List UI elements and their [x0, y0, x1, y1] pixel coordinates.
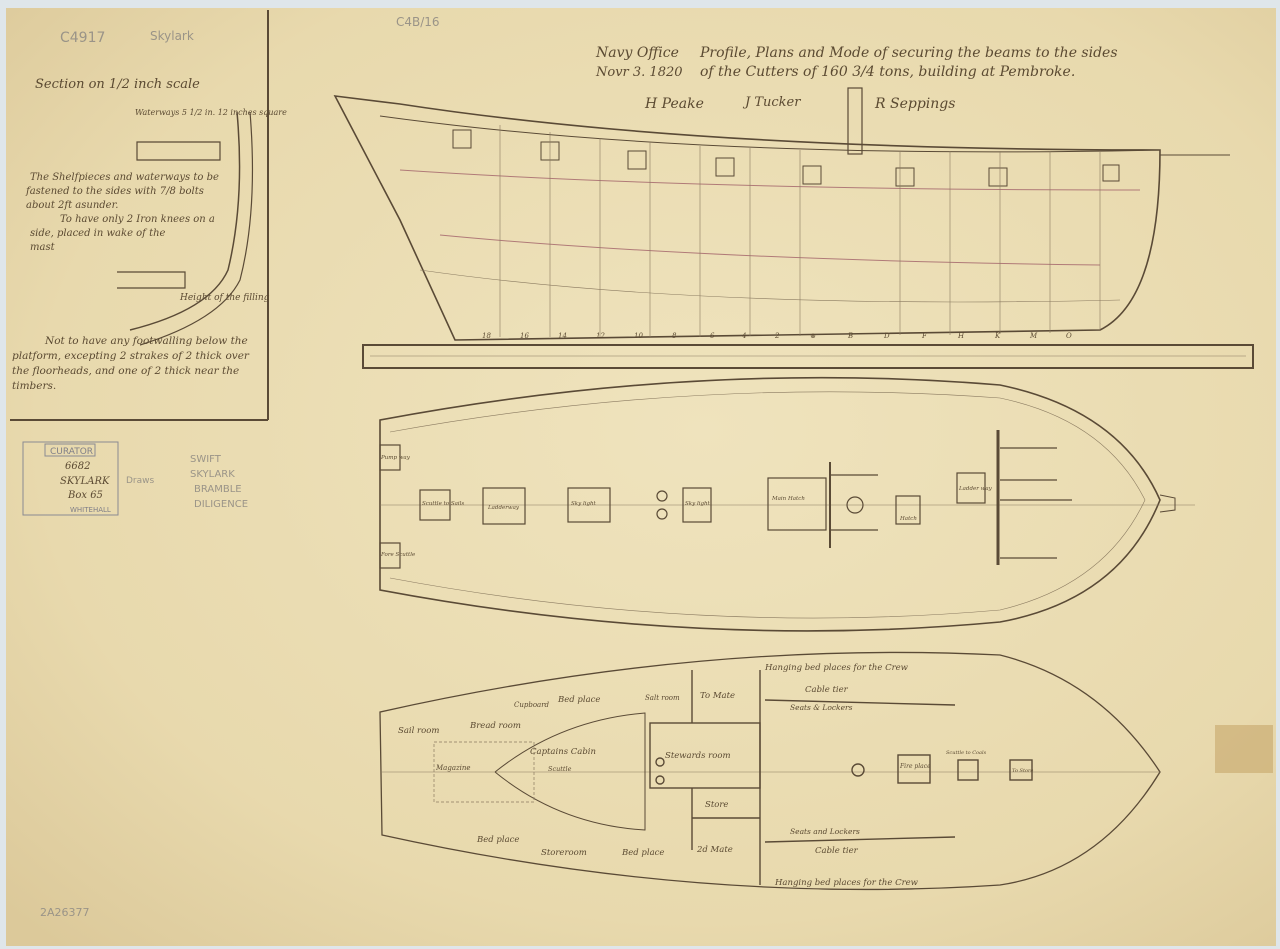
section-heading: Section on 1/2 inch scale [35, 77, 200, 92]
svg-text:10: 10 [634, 332, 643, 340]
svg-text:Ladderway: Ladderway [487, 505, 520, 511]
svg-text:The Shelfpieces and waterways: The Shelfpieces and waterways to be [30, 172, 219, 183]
section-panel: Section on 1/2 inch scale Waterways 5 1/… [10, 10, 287, 421]
pencil-ship-name: Skylark [150, 29, 194, 43]
svg-text:6: 6 [710, 332, 715, 340]
svg-text:6682: 6682 [65, 461, 90, 472]
svg-text:Height of the filling: Height of the filling [179, 293, 270, 303]
svg-text:Hanging bed places for the Cre: Hanging bed places for the Crew [764, 663, 909, 673]
svg-text:SKYLARK: SKYLARK [60, 476, 110, 487]
svg-text:Cable tier: Cable tier [805, 685, 849, 695]
svg-text:D: D [883, 332, 890, 340]
pencil-draws: Draws [126, 476, 155, 486]
svg-text:Not to have any footwalling be: Not to have any footwalling below the [44, 335, 248, 347]
svg-text:To Mate: To Mate [700, 691, 735, 701]
stain [1215, 725, 1273, 773]
svg-text:Bed place: Bed place [621, 848, 664, 858]
svg-text:Store: Store [705, 800, 728, 810]
pencil-ref-top: C4B/16 [396, 15, 440, 29]
svg-text:F: F [921, 332, 928, 340]
svg-text:Fire place: Fire place [899, 763, 931, 770]
svg-text:B: B [847, 332, 853, 340]
svg-text:⊗: ⊗ [810, 332, 816, 340]
svg-text:M: M [1029, 332, 1038, 340]
svg-text:Waterways 5 1/2 in. 12 inches: Waterways 5 1/2 in. 12 inches square [135, 108, 287, 117]
svg-text:2d Mate: 2d Mate [696, 845, 733, 855]
svg-text:Main Hatch: Main Hatch [771, 496, 805, 502]
svg-text:18: 18 [482, 332, 491, 340]
svg-text:2: 2 [774, 332, 780, 340]
svg-text:BRAMBLE: BRAMBLE [194, 484, 242, 495]
svg-text:Profile, Plans and Mode of sec: Profile, Plans and Mode of securing the … [699, 45, 1118, 61]
svg-text:Navy Office: Navy Office [595, 45, 679, 61]
profile-view: 18 16 14 12 10 8 6 4 2 ⊗ B D F H K M O [333, 87, 1254, 369]
svg-text:Box 65: Box 65 [67, 490, 103, 501]
pencil-ref: C4917 [60, 30, 105, 46]
svg-text:the floorheads, and one of 2 t: the floorheads, and one of 2 thick near … [12, 365, 239, 377]
svg-text:To have only 2 Iron knees on a: To have only 2 Iron knees on a [60, 214, 215, 225]
svg-text:Bread room: Bread room [469, 721, 521, 731]
svg-text:Novr 3. 1820: Novr 3. 1820 [595, 65, 683, 80]
svg-text:Sky light: Sky light [571, 501, 597, 507]
signature: H Peake [644, 96, 704, 112]
svg-text:Scuttle: Scuttle [548, 765, 572, 773]
svg-text:Scuttle to Sails: Scuttle to Sails [422, 501, 464, 507]
scale-bar [362, 344, 1254, 369]
svg-text:14: 14 [558, 332, 567, 340]
svg-text:WHITEHALL: WHITEHALL [70, 506, 111, 514]
svg-text:platform, excepting 2 strakes: platform, excepting 2 strakes of 2 thick… [12, 350, 250, 362]
svg-text:Bed place: Bed place [476, 835, 519, 845]
signature: R Seppings [874, 96, 955, 112]
svg-text:4: 4 [741, 332, 746, 340]
svg-text:mast: mast [30, 242, 56, 253]
upper-deck-plan: Pump way Scuttle to Sails Ladderway Sky … [379, 376, 1195, 632]
svg-text:Pump way: Pump way [380, 455, 411, 461]
svg-text:Sail room: Sail room [398, 726, 439, 736]
svg-text:Captains Cabin: Captains Cabin [530, 747, 596, 757]
svg-text:Storeroom: Storeroom [541, 848, 587, 858]
paper-background [6, 8, 1276, 946]
signature: J Tucker [742, 95, 801, 110]
svg-text:Cupboard: Cupboard [514, 701, 550, 709]
lower-deck-plan: Sail room Bread room Magazine Cupboard B… [379, 651, 1161, 891]
svg-text:H: H [957, 332, 965, 340]
pencil-ship-names: SWIFT SKYLARK BRAMBLE DILIGENCE [190, 454, 248, 510]
svg-text:Hanging bed places for the Cre: Hanging bed places for the Crew [774, 878, 919, 888]
svg-text:Seats & Lockers: Seats & Lockers [790, 703, 853, 712]
svg-text:of the Cutters of 160 3/4 tons: of the Cutters of 160 3/4 tons, building… [700, 64, 1075, 80]
svg-text:about 2ft asunder.: about 2ft asunder. [26, 200, 118, 211]
svg-text:To Store: To Store [1012, 768, 1033, 774]
svg-text:Scuttle to Coals: Scuttle to Coals [946, 750, 987, 756]
svg-text:Ladder way: Ladder way [958, 486, 993, 492]
svg-text:Cable tier: Cable tier [815, 846, 859, 856]
svg-text:DILIGENCE: DILIGENCE [194, 499, 248, 510]
svg-text:Sky light: Sky light [685, 501, 711, 507]
svg-text:timbers.: timbers. [12, 380, 56, 392]
svg-text:Bed place: Bed place [557, 695, 600, 705]
svg-text:O: O [1066, 332, 1072, 340]
svg-text:16: 16 [520, 332, 529, 340]
catalogue-number: 2A26377 [40, 906, 90, 919]
svg-text:CURATOR: CURATOR [50, 447, 93, 457]
svg-text:Salt room: Salt room [645, 694, 680, 702]
svg-text:Stewards room: Stewards room [665, 751, 731, 761]
svg-text:K: K [994, 332, 1001, 340]
svg-text:SKYLARK: SKYLARK [190, 469, 235, 480]
svg-text:Seats and Lockers: Seats and Lockers [790, 827, 860, 836]
svg-text:Magazine: Magazine [435, 764, 471, 772]
svg-text:SWIFT: SWIFT [190, 454, 222, 465]
svg-text:fastened to the sides with 7/8: fastened to the sides with 7/8 bolts [25, 186, 204, 197]
curator-stamp: CURATOR 6682 SKYLARK Box 65 WHITEHALL [22, 441, 119, 516]
svg-text:Hatch: Hatch [899, 516, 917, 522]
title-block: Navy Office Novr 3. 1820 Profile, Plans … [595, 45, 1118, 112]
svg-text:Fore Scuttle: Fore Scuttle [380, 552, 416, 558]
svg-text:side, placed in wake of the: side, placed in wake of the [30, 228, 166, 239]
svg-text:12: 12 [596, 332, 605, 340]
svg-text:8: 8 [672, 332, 677, 340]
